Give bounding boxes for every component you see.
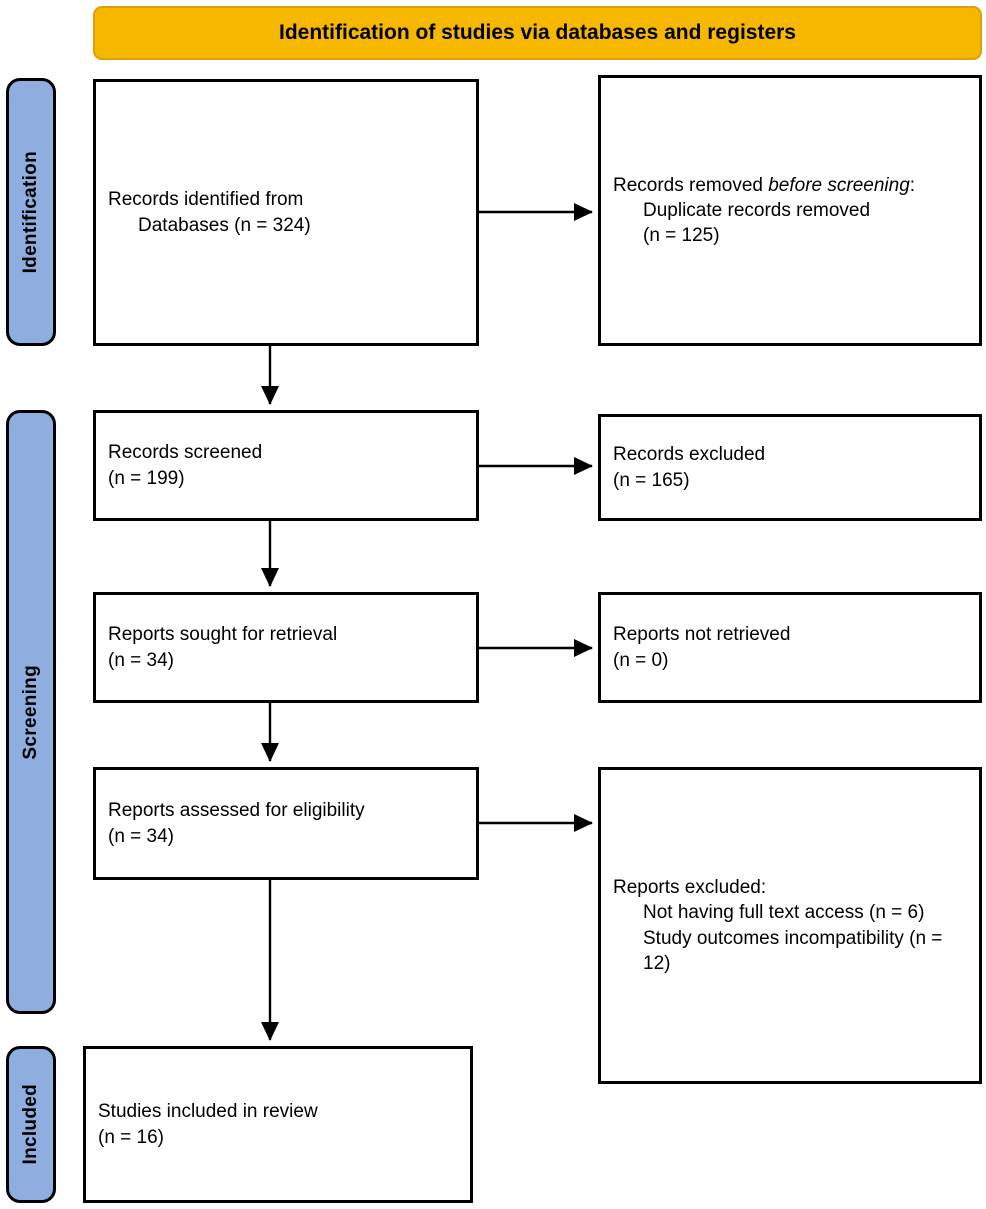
box-reports-excluded-line1: Reports excluded:	[613, 877, 767, 899]
records-removed-suffix: :	[909, 174, 916, 196]
box-reports-excluded-line2: Not having full text access (n = 6)	[643, 902, 925, 924]
box-records-identified-line1: Records identified from	[108, 189, 304, 211]
box-reports-sought-line2: (n = 34)	[108, 649, 175, 671]
box-reports-not-retrieved-line2: (n = 0)	[613, 649, 669, 671]
diagram-header-banner: Identification of studies via databases …	[93, 6, 982, 60]
records-removed-italic: before screening	[768, 174, 910, 196]
box-records-removed: Records removed before screening: Duplic…	[598, 75, 982, 346]
box-records-identified-line2: Databases (n = 324)	[138, 214, 311, 236]
stage-tab-identification: Identification	[6, 78, 56, 346]
stage-tab-included: Included	[6, 1046, 56, 1203]
box-records-excluded: Records excluded (n = 165)	[598, 414, 982, 521]
box-records-removed-line1: Records removed before screening:	[613, 173, 967, 198]
stage-tab-screening: Screening	[6, 410, 56, 1014]
box-studies-included: Studies included in review (n = 16)	[83, 1046, 473, 1203]
box-reports-assessed: Reports assessed for eligibility (n = 34…	[93, 767, 479, 880]
box-records-excluded-line2: (n = 165)	[613, 469, 690, 491]
box-reports-sought: Reports sought for retrieval (n = 34)	[93, 592, 479, 703]
box-reports-not-retrieved-line1: Reports not retrieved	[613, 624, 791, 646]
box-records-identified: Records identified from Databases (n = 3…	[93, 79, 479, 346]
box-reports-sought-line1: Reports sought for retrieval	[108, 624, 338, 646]
box-records-screened-line1: Records screened	[108, 442, 263, 464]
stage-tab-included-label: Included	[20, 1084, 41, 1165]
stage-tab-screening-label: Screening	[20, 664, 41, 760]
box-reports-not-retrieved: Reports not retrieved (n = 0)	[598, 592, 982, 703]
stage-tab-identification-label: Identification	[20, 150, 41, 274]
box-reports-assessed-line1: Reports assessed for eligibility	[108, 800, 365, 822]
box-records-screened: Records screened (n = 199)	[93, 410, 479, 521]
box-records-removed-line3: (n = 125)	[643, 225, 720, 247]
box-studies-included-line1: Studies included in review	[98, 1101, 318, 1123]
box-reports-excluded-line3: Study outcomes incompatibility (n = 12)	[643, 927, 943, 974]
records-removed-prefix: Records removed	[613, 174, 769, 196]
box-records-screened-line2: (n = 199)	[108, 467, 185, 489]
box-reports-excluded: Reports excluded: Not having full text a…	[598, 767, 982, 1084]
box-reports-assessed-line2: (n = 34)	[108, 825, 175, 847]
box-studies-included-line2: (n = 16)	[98, 1126, 165, 1148]
diagram-title: Identification of studies via databases …	[279, 21, 796, 44]
box-records-removed-line2: Duplicate records removed	[643, 199, 871, 221]
box-records-excluded-line1: Records excluded	[613, 444, 766, 466]
